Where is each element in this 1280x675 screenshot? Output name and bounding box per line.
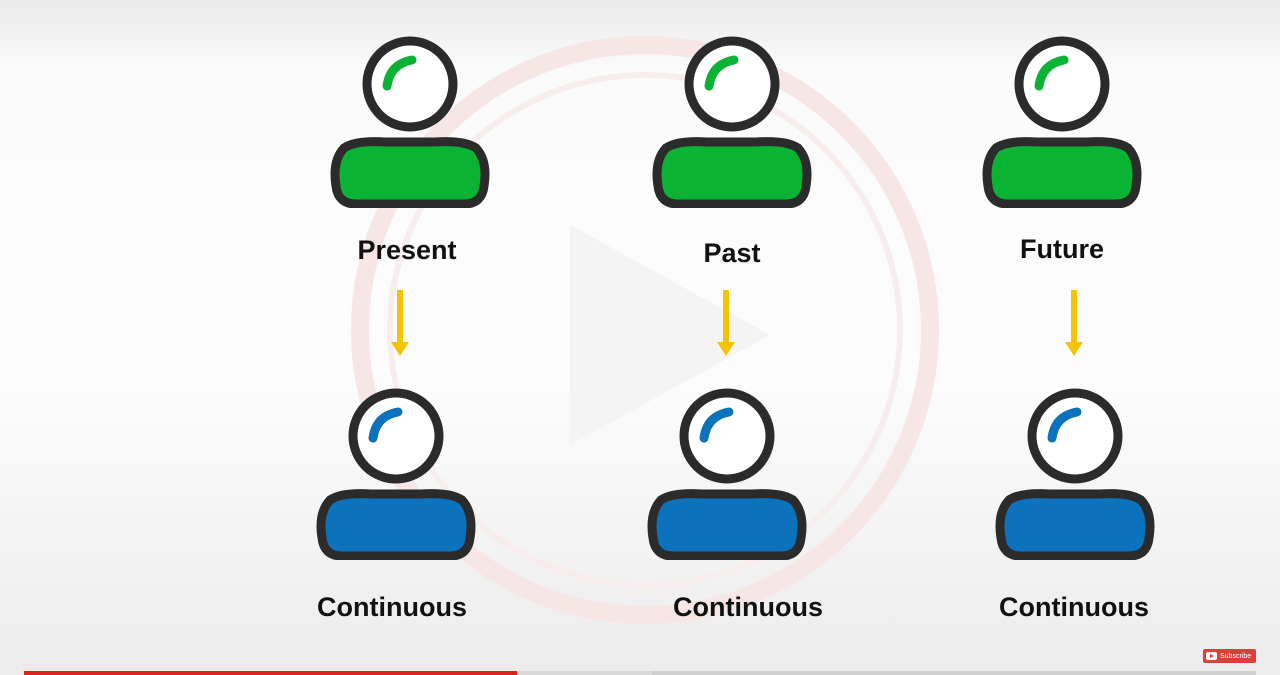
tense-label-future: Future [1020, 234, 1104, 264]
subscribe-label: Subscribe [1220, 652, 1252, 660]
video-progress-bar[interactable] [24, 671, 1256, 675]
arrow-down-icon [717, 290, 735, 356]
person-icon-blue [647, 388, 807, 560]
aspect-label-past-continuous: Continuous [673, 592, 823, 622]
youtube-play-icon [1206, 652, 1217, 660]
person-icon-blue [995, 388, 1155, 560]
person-icon-blue [316, 388, 476, 560]
person-icon-green [652, 36, 812, 208]
arrow-down-icon [1065, 290, 1083, 356]
person-icon-green [330, 36, 490, 208]
progress-played [24, 671, 517, 675]
person-icon-green [982, 36, 1142, 208]
aspect-label-present-continuous: Continuous [317, 592, 467, 622]
aspect-label-future-continuous: Continuous [999, 592, 1149, 622]
arrow-down-icon [391, 290, 409, 356]
tense-label-past: Past [703, 238, 761, 268]
tense-label-present: Present [357, 235, 457, 265]
subscribe-button[interactable]: Subscribe [1203, 649, 1256, 663]
